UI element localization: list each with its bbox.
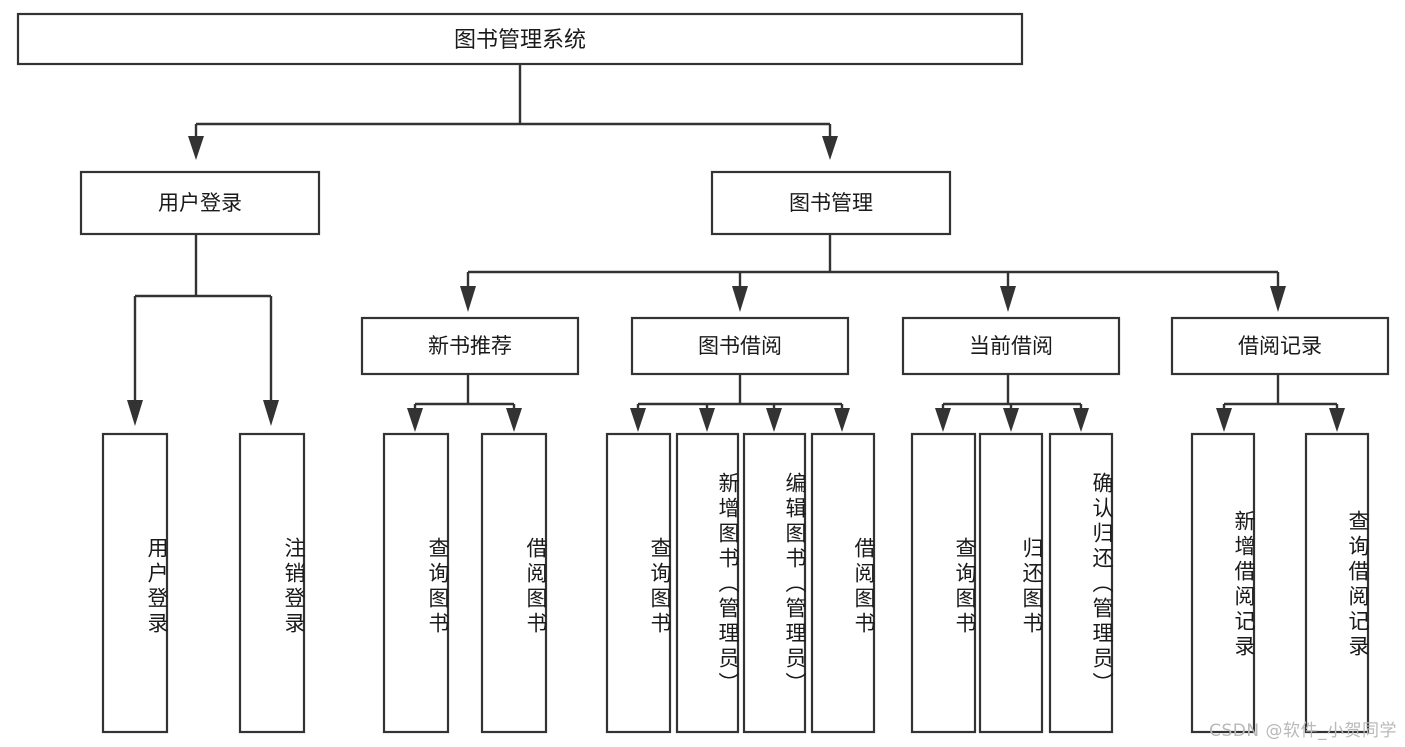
arrowhead-leaf-borrow-book-rec bbox=[506, 408, 522, 432]
connector-group-newbookrec bbox=[407, 374, 522, 432]
arrowhead-leaf-query-record bbox=[1329, 408, 1345, 432]
node-book-borrow-box[interactable] bbox=[630, 316, 850, 376]
arrowhead-leaf-user-login bbox=[127, 400, 143, 426]
leaf-user-login-box[interactable] bbox=[101, 432, 169, 734]
leaf-add-record-box[interactable] bbox=[1190, 432, 1256, 734]
arrowhead-leaf-edit-book bbox=[766, 408, 782, 432]
leaf-borrow-book-box[interactable] bbox=[810, 432, 876, 734]
arrowhead-borrow-record bbox=[1270, 286, 1286, 312]
node-borrow-record-box[interactable] bbox=[1170, 316, 1390, 376]
arrowhead-leaf-borrow-book bbox=[834, 408, 850, 432]
node-root-label: 图书管理系统 bbox=[454, 28, 586, 53]
leaf-query-book-rec-box[interactable] bbox=[382, 432, 450, 734]
node-borrow-record-label: 借阅记录 bbox=[1238, 334, 1322, 358]
node-current-borrow-label: 当前借阅 bbox=[969, 334, 1053, 358]
node-book-manage-box[interactable] bbox=[710, 170, 952, 236]
connector-group-userlogin bbox=[127, 234, 279, 426]
node-book-borrow[interactable]: 图书借阅 bbox=[630, 316, 850, 376]
node-borrow-record[interactable]: 借阅记录 bbox=[1170, 316, 1390, 376]
node-book-borrow-label: 图书借阅 bbox=[698, 334, 782, 358]
csdn-watermark: CSDN @软件_小贺同学 bbox=[1209, 721, 1397, 741]
node-current-borrow[interactable]: 当前借阅 bbox=[901, 316, 1121, 376]
leaf-confirm-return-box[interactable] bbox=[1048, 432, 1114, 734]
leaf-boxes bbox=[101, 432, 1370, 734]
leaf-query-record-box[interactable] bbox=[1304, 432, 1370, 734]
arrowhead-leaf-add-book bbox=[699, 408, 715, 432]
leaf-add-book-box[interactable] bbox=[675, 432, 740, 734]
leaf-borrow-book-rec-box[interactable] bbox=[480, 432, 548, 734]
connector-group-root bbox=[188, 64, 838, 160]
node-new-book-rec[interactable]: 新书推荐 bbox=[360, 316, 580, 376]
node-user-login-box[interactable] bbox=[79, 170, 321, 236]
node-new-book-rec-label: 新书推荐 bbox=[428, 334, 512, 358]
leaf-query-book-current-box[interactable] bbox=[910, 432, 977, 734]
node-user-login-label: 用户登录 bbox=[158, 191, 242, 215]
arrowhead-leaf-add-record bbox=[1216, 408, 1232, 432]
arrowhead-new-book-rec bbox=[460, 286, 476, 312]
arrowhead-bookmanage bbox=[822, 136, 838, 160]
arrowhead-current-borrow bbox=[1000, 286, 1016, 312]
node-book-manage[interactable]: 图书管理 bbox=[710, 170, 952, 236]
leaf-query-book-borrow-box[interactable] bbox=[605, 432, 672, 734]
arrowhead-leaf-return-book bbox=[1003, 408, 1019, 432]
arrowhead-leaf-confirm-return bbox=[1073, 408, 1089, 432]
connector-group-bookmanage bbox=[460, 234, 1286, 312]
arrowhead-leaf-query-book-rec bbox=[407, 408, 423, 432]
connector-group-currentborrow bbox=[935, 374, 1089, 432]
node-current-borrow-box[interactable] bbox=[901, 316, 1121, 376]
node-book-manage-label: 图书管理 bbox=[789, 191, 873, 215]
connector-group-bookborrow bbox=[630, 374, 850, 432]
node-user-login[interactable]: 用户登录 bbox=[79, 170, 321, 236]
node-root-box[interactable] bbox=[16, 12, 1024, 66]
arrowhead-leaf-query-book-current bbox=[935, 408, 951, 432]
leaf-logout-login-box[interactable] bbox=[238, 432, 306, 734]
node-root[interactable]: 图书管理系统 bbox=[16, 12, 1024, 66]
leaf-return-book-box[interactable] bbox=[978, 432, 1044, 734]
connector-group-borrowrecord bbox=[1216, 374, 1345, 432]
arrowhead-book-borrow bbox=[732, 286, 748, 312]
node-new-book-rec-box[interactable] bbox=[360, 316, 580, 376]
leaf-edit-book-box[interactable] bbox=[742, 432, 807, 734]
arrowhead-leaf-logout-login bbox=[263, 400, 279, 426]
arrowhead-userlogin bbox=[188, 136, 204, 160]
arrowhead-leaf-query-book-borrow bbox=[630, 408, 646, 432]
